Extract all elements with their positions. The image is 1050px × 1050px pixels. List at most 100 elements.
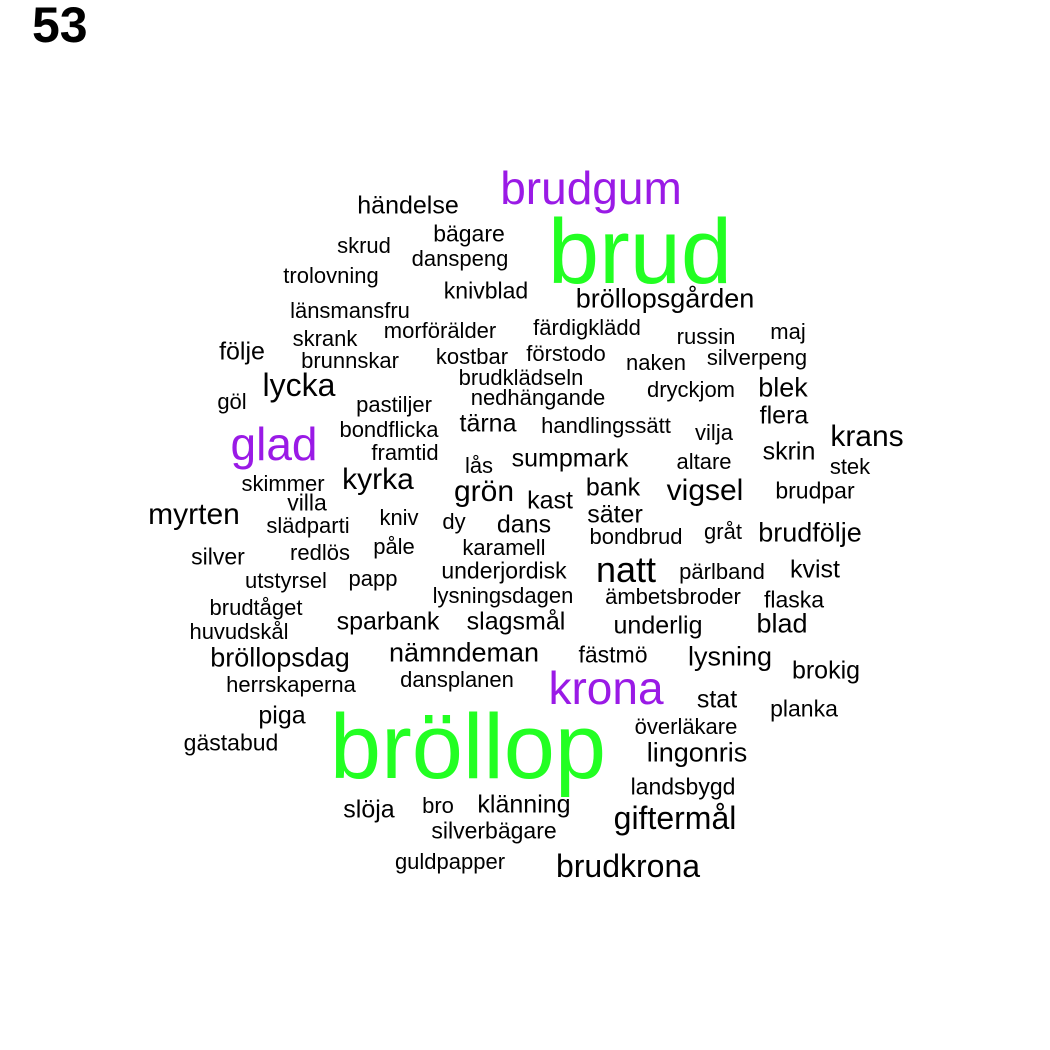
cloud-word: kast [527,486,573,515]
cloud-word: vilja [695,420,733,445]
cloud-word: silverbägare [431,817,557,844]
cloud-word: papp [348,566,398,591]
cloud-word: dansplanen [400,667,514,692]
cloud-word: skrin [762,437,816,466]
cloud-word: slöja [343,795,395,824]
cloud-word: silver [191,543,245,570]
cloud-word: följe [219,337,265,366]
cloud-word: blad [756,608,808,639]
cloud-word: underjordisk [441,557,567,584]
cloud-word: dans [496,510,552,539]
cloud-word: bröllop [329,696,607,798]
cloud-word: myrten [148,498,240,531]
cloud-word: dy [442,509,466,534]
cloud-word: kostbar [435,344,509,369]
cloud-word: redlös [290,540,350,565]
cloud-word: giftermål [613,800,737,836]
cloud-word: slagsmål [466,607,566,636]
cloud-word: länsmansfru [290,298,410,323]
cloud-word: nedhängande [470,385,606,410]
cloud-word: förstodo [526,341,606,366]
cloud-word: skrud [337,233,391,258]
cloud-word: händelse [357,191,459,220]
cloud-word: underlig [613,611,703,640]
cloud-word: bondflicka [339,417,439,442]
cloud-word: russin [676,324,736,349]
cloud-word: sparbank [336,607,440,636]
cloud-word: brunnskar [301,348,399,373]
cloud-word: lysningsdagen [432,583,574,608]
cloud-word: karamell [462,535,546,560]
panel-number: 53 [32,0,88,53]
cloud-word: natt [595,549,657,590]
cloud-word: säter [587,500,643,529]
cloud-word: pärlband [679,559,765,584]
cloud-word: brudfölje [758,517,862,548]
cloud-word: trolovning [283,263,379,288]
cloud-word: påle [373,534,415,559]
cloud-word: utstyrsel [245,568,327,593]
cloud-word: brudgum [500,162,682,214]
cloud-word: lås [464,453,494,478]
cloud-word: färdigklädd [533,315,641,340]
cloud-word: krans [830,420,904,453]
cloud-word: piga [258,701,306,730]
cloud-word: gästabud [183,729,279,756]
cloud-word: brokig [791,656,861,685]
cloud-word: överläkare [634,714,738,739]
cloud-word: skrank [292,326,358,351]
cloud-word: landsbygd [630,773,736,800]
cloud-word: flaska [763,586,825,613]
cloud-word: dryckjom [646,377,736,402]
cloud-word: danspeng [411,246,509,271]
cloud-word: pastiljer [356,392,432,417]
cloud-word: bröllopsgården [575,283,755,314]
cloud-word: tärna [459,409,517,438]
cloud-word: bro [422,793,454,818]
cloud-word: altare [676,449,732,474]
cloud-word: kniv [379,505,419,530]
cloud-word: bröllopsdag [210,642,350,673]
cloud-word: morförälder [383,318,497,343]
cloud-word: guldpapper [394,849,506,874]
cloud-word: huvudskål [189,619,289,644]
cloud-word: sumpmark [511,444,629,473]
cloud-word: fästmö [578,641,648,668]
cloud-word: klänning [477,790,571,819]
cloud-word: krona [548,662,664,714]
cloud-word: brudpar [775,477,855,504]
cloud-word: bank [585,473,641,502]
cloud-word: skimmer [241,471,325,496]
cloud-word: vigsel [666,474,744,507]
cloud-word: kyrka [342,463,414,496]
cloud-word: blek [758,372,808,403]
cloud-word: handlingssätt [541,413,671,438]
cloud-word: kvist [790,555,840,584]
cloud-word: brudklädseln [458,365,584,390]
cloud-word: lingonris [646,737,748,768]
cloud-word: maj [770,319,806,344]
cloud-word: ämbetsbroder [605,584,741,609]
cloud-word: flera [759,401,809,430]
cloud-word: bondbrud [589,524,683,549]
cloud-word: nämndeman [388,637,540,668]
cloud-word: brudtåget [209,595,303,620]
cloud-word: knivblad [443,277,529,304]
cloud-word: planka [770,695,838,722]
cloud-word: brudkrona [555,848,701,884]
cloud-word: gråt [704,519,742,544]
cloud-word: naken [626,350,686,375]
cloud-word: villa [287,489,327,516]
cloud-word: glad [230,418,318,470]
cloud-word: stek [829,454,871,479]
cloud-word: grön [453,475,515,508]
cloud-word: stat [696,685,738,714]
cloud-word: herrskaperna [226,672,356,697]
cloud-word: framtid [371,440,439,465]
cloud-word: slädparti [266,513,350,538]
cloud-word: silverpeng [706,345,808,370]
cloud-word: göl [217,389,247,414]
cloud-word: lysning [687,641,773,672]
cloud-word: brud [547,201,733,303]
